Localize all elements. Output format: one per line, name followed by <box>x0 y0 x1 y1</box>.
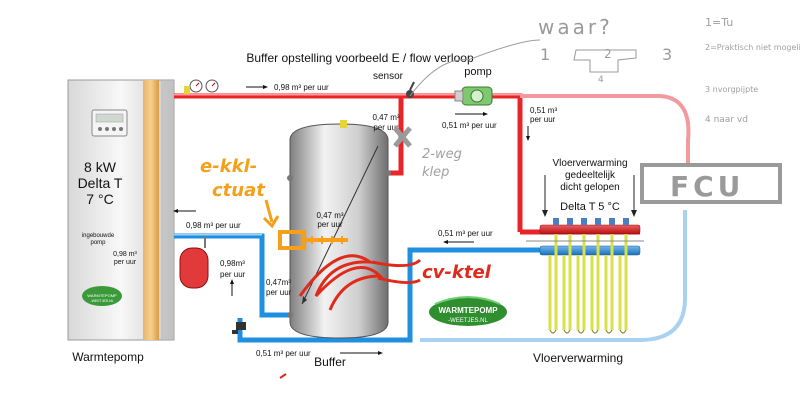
ingebouwde-pomp-label-1: ingebouwde <box>82 233 115 239</box>
two-way-label-2: klep <box>422 165 449 180</box>
warmtepomp-weetjes-logo: WARMTEPOMP -WEETJES.NL <box>429 296 507 326</box>
heat-pump-power: 8 kW <box>84 159 117 175</box>
flow-return-left: 0,51 m³ per uur <box>438 229 493 238</box>
fcu-label: FCU <box>670 170 744 203</box>
flow-left-vertical-1: 0,98m³ <box>220 259 245 268</box>
legend-1: 1=Tu <box>705 16 733 29</box>
floor-note-2: gedeeltelijk <box>565 170 616 181</box>
legend-2: 2=Praktisch niet mogelijk <box>705 43 800 52</box>
heat-pump-delta-t: Delta T <box>78 175 123 191</box>
floor-note-1: Vloerverwarming <box>552 158 627 169</box>
heat-pump-label: Warmtepomp <box>72 350 144 364</box>
buffer-tank: 0,47 m³ per uur <box>287 120 391 339</box>
heat-pump-logo-text: WARMTEPOMP <box>87 293 117 298</box>
buffer-inner-flow-2: per uur <box>317 220 343 229</box>
two-way-valve-note: 2-weg klep <box>393 126 462 180</box>
flow-after-pump: 0,51 m³ per uur <box>442 121 497 130</box>
expansion-vessel <box>179 236 209 289</box>
floor-heating: Vloerverwarming gedeeltelijk dicht gelop… <box>526 158 644 334</box>
gray-legend: 1=Tu 2=Praktisch niet mogelijk 3 nvorgpi… <box>705 16 800 125</box>
heat-pump-temp: 7 °C <box>86 191 113 207</box>
floor-note-3: dicht gelopen <box>560 182 620 193</box>
blue-return-loop <box>420 210 687 342</box>
flow-sensor <box>406 81 415 98</box>
buffer-inner-flow-1: 0,47 m³ <box>316 211 343 220</box>
option-1: 1 <box>540 45 550 64</box>
ingebouwde-pomp-label-2: pomp <box>90 240 106 246</box>
cv-boiler-note: cv-ktel <box>279 254 492 379</box>
elektro-label-1: e-kkl- <box>200 156 257 177</box>
logo-title: WARMTEPOMP <box>438 306 498 315</box>
cv-ketel-label: cv-ktel <box>422 262 492 283</box>
legend-3: 3 nvorgpijpte <box>705 85 758 94</box>
pink-supply-loop <box>520 94 691 164</box>
pomp-label: pomp <box>464 66 492 78</box>
flow-labels: 0,98 m³ per uur 0,47 m³ per uur 0,51 m³ … <box>173 83 557 358</box>
flow-left-vertical-2: per uur <box>220 270 246 279</box>
option-4: 4 <box>598 75 604 85</box>
heat-pump: 8 kW Delta T 7 °C ingebouwde pomp 0,98 m… <box>67 79 175 364</box>
circulation-pump <box>454 86 493 106</box>
flow-buffer-side-1: 0,47m³ <box>266 278 291 287</box>
fcu-box: FCU <box>640 163 782 204</box>
heat-pump-logo-subtext: -WEETJES.NL <box>90 299 113 303</box>
flow-top-left: 0,98 m³ per uur <box>274 83 329 92</box>
heat-pump-flow-1: 0,98 m³ <box>113 251 137 258</box>
heat-pump-flow-2: per uur <box>114 259 137 266</box>
sensor-label: sensor <box>373 71 404 82</box>
flow-right-down-2: per uur <box>530 115 556 124</box>
flow-top-mid-2: per uur <box>373 123 399 132</box>
floor-delta-t: Delta T 5 °C <box>560 201 620 213</box>
electric-element-note: e-kkl- ctuat <box>200 156 348 250</box>
flow-mid-left: 0,98 m³ per uur <box>186 221 241 230</box>
flow-right-down-1: 0,51 m³ <box>530 106 557 115</box>
buffer-label: Buffer <box>314 355 346 369</box>
hot-pipe-highlight <box>174 94 520 96</box>
gray-question-sketch: waar? 1 2 3 4 <box>409 15 672 97</box>
two-way-label-1: 2-weg <box>422 147 462 162</box>
gauges <box>184 79 219 94</box>
drain-tap <box>232 322 246 334</box>
option-2: 2 <box>604 47 612 61</box>
waar-question: waar? <box>538 15 613 39</box>
floor-label: Vloerverwarming <box>533 351 623 365</box>
elektro-label-2: ctuat <box>212 180 266 201</box>
flow-buffer-side-2: per uur <box>266 288 292 297</box>
flow-top-mid-1: 0,47 m³ <box>372 113 399 122</box>
diagram-title: Buffer opstelling voorbeeld E / flow ver… <box>246 51 474 65</box>
heat-pump-logo <box>82 286 122 306</box>
cold-pipe-highlight <box>174 234 262 236</box>
flow-bottom: 0,51 m³ per uur <box>256 349 311 358</box>
legend-4: 4 naar vd <box>705 115 748 125</box>
logo-subtitle: -WEETJES.NL <box>448 318 488 324</box>
option-3: 3 <box>662 45 672 64</box>
